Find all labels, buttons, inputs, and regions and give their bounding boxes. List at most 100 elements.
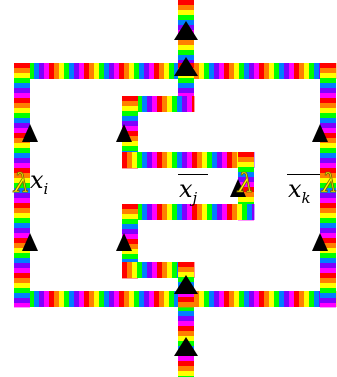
wire-bottom-band (164, 291, 170, 307)
wire-bottom-band (44, 291, 50, 307)
wire-right-band (320, 138, 336, 144)
wire-snake-i-band (178, 302, 194, 308)
wire-right-band (320, 113, 336, 119)
wire-left-band (14, 208, 30, 214)
wire-snake-f-band (152, 204, 158, 220)
wire-left-band (14, 133, 30, 139)
wire-right-band (320, 263, 336, 269)
wire-snake-a-band (178, 88, 194, 94)
wire-top-band (114, 63, 120, 79)
wire-bottom-band (119, 291, 125, 307)
wire-top-band (39, 63, 45, 79)
arrow-up-icon (312, 124, 328, 142)
wire-top-band (89, 63, 95, 79)
wire-right-band (320, 178, 336, 184)
wire-top-band (174, 63, 180, 79)
arrow-up-icon (230, 179, 246, 197)
wire-snake-g-band (122, 219, 138, 225)
wire-snake-h-band (142, 262, 148, 278)
wire-snake-b-band (152, 96, 158, 112)
wire-left-band (14, 118, 30, 124)
wire-snake-f-band (192, 204, 198, 220)
wire-bottom-band (254, 291, 260, 307)
wire-top-band (159, 63, 165, 79)
wire-left-band (14, 218, 30, 224)
arrow-up-icon (174, 21, 198, 40)
wire-top-band (194, 63, 200, 79)
wire-left-band (14, 283, 30, 289)
wire-snake-c-band (122, 116, 138, 122)
wire-snake-h-band (122, 262, 128, 278)
wire-snake-d-band (147, 152, 153, 168)
wire-top-band (79, 63, 85, 79)
wire-right-band (320, 128, 336, 134)
wire-input-stub-band (178, 316, 194, 322)
direction-arrow-layer (22, 21, 328, 356)
wire-right-band (320, 303, 336, 308)
wire-right (320, 63, 336, 308)
wire-snake-d-band (127, 152, 133, 168)
wire-top-band (299, 63, 305, 79)
wire-snake-d-band (177, 152, 183, 168)
wire-right-band (320, 98, 336, 104)
wire-snake-f-band (147, 204, 153, 220)
wire-snake-g-band (122, 229, 138, 235)
wire-snake-f-band (207, 204, 213, 220)
wire-top-band (64, 63, 70, 79)
wire-top-band (259, 63, 265, 79)
wire-top-band (304, 63, 310, 79)
wire-snake-c-band (122, 121, 138, 127)
wire-left-band (14, 163, 30, 169)
wire-top-band (254, 63, 260, 79)
wire-snake-f (122, 204, 255, 220)
wire-left-band (14, 258, 30, 264)
wire-left-band (14, 158, 30, 164)
wire-left-band (14, 188, 30, 194)
wire-left-band (14, 93, 30, 99)
rainbow-wire-layer (14, 0, 337, 377)
wire-left-band (14, 298, 30, 304)
wire-left-band (14, 128, 30, 134)
wire-snake-g-band (122, 234, 138, 240)
wire-top (14, 63, 337, 79)
wire-bottom-band (214, 291, 220, 307)
wire-left-band (14, 108, 30, 114)
wire-right-band (320, 248, 336, 254)
wire-left-band (14, 268, 30, 274)
wire-snake-b-band (187, 96, 193, 112)
wire-bottom-band (229, 291, 235, 307)
wire-snake-d-band (152, 152, 158, 168)
arrow-up-icon (22, 233, 38, 251)
wire-top-band (124, 63, 130, 79)
wire-right-band (320, 283, 336, 289)
wire-bottom-band (279, 291, 285, 307)
wire-bottom-band (249, 291, 255, 307)
wire-right-band (320, 223, 336, 229)
wire-right-band (320, 83, 336, 89)
wire-bottom-band (274, 291, 280, 307)
wire-snake-h-band (157, 262, 163, 278)
wire-bottom-band (89, 291, 95, 307)
wire-snake-h-band (172, 262, 178, 278)
wire-left-band (14, 303, 30, 308)
wire-top-band (94, 63, 100, 79)
wire-bottom-band (209, 291, 215, 307)
wire-right-band (320, 143, 336, 149)
wire-left-band (14, 263, 30, 269)
wire-input-stub-band (178, 326, 194, 332)
wire-bottom-band (79, 291, 85, 307)
wire-bottom-band (49, 291, 55, 307)
wire-right-band (320, 213, 336, 219)
wire-left-band (14, 213, 30, 219)
wire-snake-d-band (122, 152, 128, 168)
wire-snake-e-band (238, 177, 254, 183)
wire-snake-f-band (222, 204, 228, 220)
wire-left-band (14, 253, 30, 259)
wire-bottom-band (204, 291, 210, 307)
wire-input-stub-band (178, 356, 194, 362)
wire-bottom-band (314, 291, 320, 307)
wire-right-band (320, 168, 336, 174)
wire-input-stub-band (178, 331, 194, 337)
wire-snake-e-band (238, 187, 254, 193)
